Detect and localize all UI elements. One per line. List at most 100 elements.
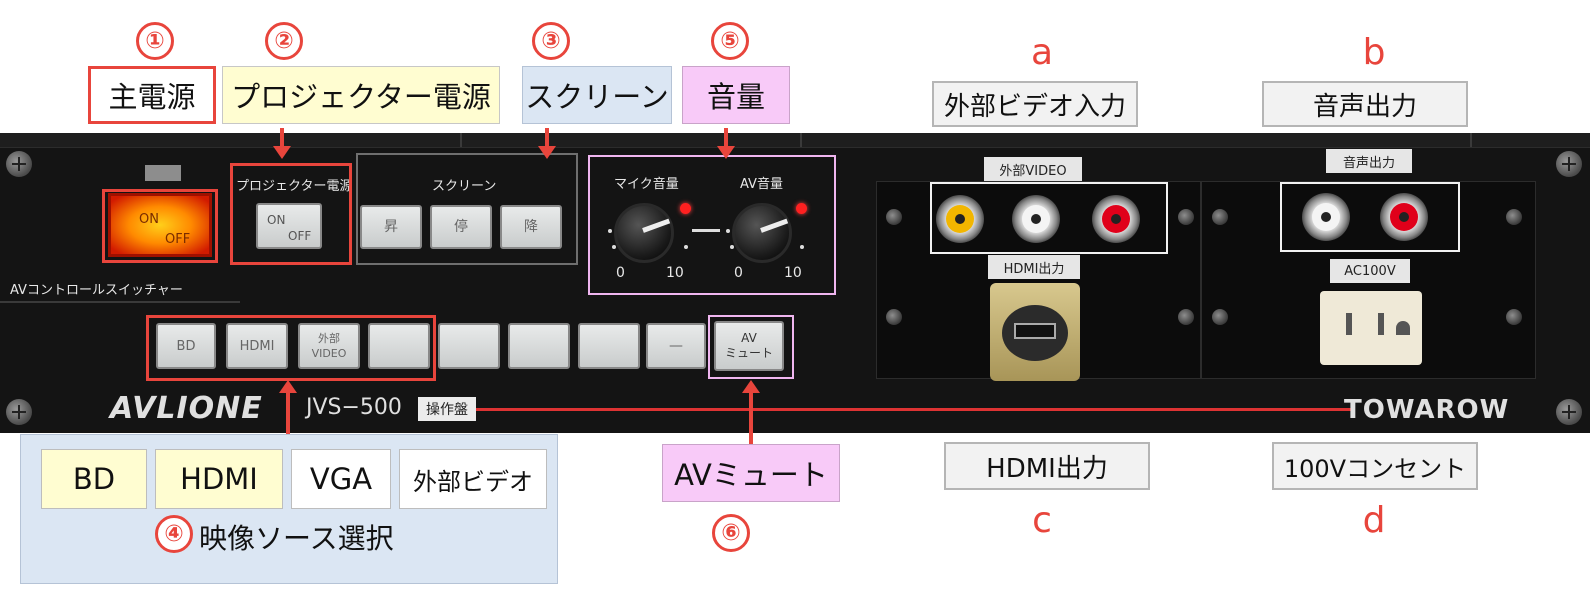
- callout-number-4: ④: [155, 515, 193, 553]
- label-100v-outlet: 100Vコンセント: [1272, 442, 1478, 490]
- rca-video-yellow-jack[interactable]: [936, 195, 984, 243]
- audio-out-white-jack[interactable]: [1302, 193, 1350, 241]
- label-projector-power: プロジェクター電源: [222, 66, 500, 124]
- hdmi-out-panel-label: HDMI出力: [988, 255, 1080, 279]
- highlight-external-video: [930, 182, 1168, 254]
- rca-hole: [1111, 214, 1121, 224]
- screen-frame: [356, 153, 578, 265]
- av-led-icon: [796, 203, 807, 214]
- scale-dot: [684, 245, 688, 249]
- source-bd-button[interactable]: BD: [156, 323, 216, 369]
- panel-seam: [460, 133, 462, 147]
- source-option-bd: BD: [41, 449, 147, 509]
- hdmi-icon: [1014, 323, 1056, 339]
- callout-number-6: ⑥: [712, 514, 750, 552]
- mic-led-icon: [680, 203, 691, 214]
- callout-letter-d: d: [1362, 500, 1386, 541]
- screen-panel-label: スクリーン: [432, 179, 497, 194]
- arrow-down-icon: [538, 146, 556, 159]
- screw-icon: [1506, 309, 1522, 325]
- ac-outlet[interactable]: [1320, 291, 1422, 365]
- mic-scale-min: 0: [616, 265, 625, 281]
- callout-letter-a: a: [1030, 32, 1054, 73]
- screw-icon: [1556, 151, 1582, 177]
- panel-top-bar: [0, 133, 1590, 148]
- mic-volume-knob[interactable]: [614, 203, 674, 263]
- projector-off-text: OFF: [288, 229, 312, 243]
- panel-seam: [800, 133, 802, 147]
- source-option-external-video: 外部ビデオ: [399, 449, 547, 509]
- switcher-divider: [0, 301, 240, 303]
- projector-power-button[interactable]: ON OFF: [256, 203, 322, 249]
- audio-out-panel-label: 音声出力: [1326, 149, 1412, 173]
- brand-logo: AVLIONE: [110, 391, 263, 426]
- ac100v-panel-label: AC100V: [1330, 259, 1410, 283]
- av-volume-label: AV音量: [740, 177, 783, 192]
- source-blank-button[interactable]: [578, 323, 640, 369]
- arrow-projector: [280, 128, 284, 148]
- screen-up-button[interactable]: 昇: [360, 205, 422, 249]
- panel-seam: [1470, 133, 1472, 147]
- scale-dot: [726, 229, 730, 233]
- source-hdmi-button[interactable]: HDMI: [226, 323, 288, 369]
- highlight-volume: [588, 155, 836, 295]
- highlight-main-power: [102, 189, 218, 263]
- arrow-up-icon: [742, 380, 760, 393]
- highlight-av-mute: [708, 315, 794, 379]
- scale-dot: [612, 245, 616, 249]
- av-scale-max: 10: [784, 265, 802, 281]
- source-blank-button[interactable]: [368, 323, 430, 369]
- volume-link-line: [692, 229, 720, 232]
- av-scale-min: 0: [734, 265, 743, 281]
- brand-red-line: [476, 408, 1354, 411]
- label-av-mute: AVミュート: [662, 444, 840, 502]
- highlight-projector-power: [230, 163, 352, 265]
- screen-down-button[interactable]: 降: [500, 205, 562, 249]
- screen-stop-button[interactable]: 停: [430, 205, 492, 249]
- source-blank-button[interactable]: [508, 323, 570, 369]
- scale-dot: [608, 229, 612, 233]
- callout-number-1: ①: [136, 22, 174, 60]
- audio-out-red-jack[interactable]: [1380, 193, 1428, 241]
- outlet-slot: [1346, 313, 1352, 335]
- hdmi-out-port[interactable]: [990, 283, 1080, 381]
- screw-icon: [6, 151, 32, 177]
- op-panel-badge: 操作盤: [418, 397, 476, 421]
- control-panel: ON OFF プロジェクター電源 ON OFF スクリーン 昇 停 降 マイク音…: [0, 133, 1590, 433]
- power-switch-tab: [145, 165, 181, 181]
- source-blank-button[interactable]: [438, 323, 500, 369]
- mic-scale-max: 10: [666, 265, 684, 281]
- label-external-video-input: 外部ビデオ入力: [932, 81, 1138, 127]
- ext-video-panel-label: 外部VIDEO: [984, 157, 1082, 181]
- scale-dot: [730, 245, 734, 249]
- rca-audio-red-jack[interactable]: [1092, 195, 1140, 243]
- outlet-slot: [1378, 313, 1384, 335]
- source-external-video-button[interactable]: 外部 VIDEO: [298, 323, 360, 369]
- projector-on-text: ON: [267, 213, 286, 227]
- source-option-vga: VGA: [291, 449, 391, 509]
- arrow-down-icon: [273, 146, 291, 159]
- callout-number-2: ②: [265, 22, 303, 60]
- callout-letter-c: c: [1032, 500, 1052, 541]
- switcher-label: AVコントロールスイッチャー: [10, 283, 183, 298]
- label-screen: スクリーン: [522, 66, 672, 124]
- screw-icon: [1556, 399, 1582, 425]
- label-hdmi-output: HDMI出力: [944, 442, 1150, 490]
- screw-icon: [1178, 309, 1194, 325]
- arrow-up-icon: [279, 380, 297, 393]
- arrow-down-icon: [717, 146, 735, 159]
- av-mute-button[interactable]: AV ミュート: [714, 321, 784, 371]
- projector-power-panel-label: プロジェクター電源: [236, 179, 353, 194]
- source-dash-button[interactable]: —: [646, 323, 706, 369]
- arrow-screen: [545, 128, 549, 148]
- rca-audio-white-jack[interactable]: [1012, 195, 1060, 243]
- outlet-ground: [1396, 321, 1410, 335]
- rca-hole: [1399, 212, 1409, 222]
- av-volume-knob[interactable]: [732, 203, 792, 263]
- main-power-off-text: OFF: [165, 232, 191, 247]
- highlight-audio-output: [1280, 182, 1460, 252]
- arrow-av-mute: [749, 392, 753, 444]
- main-power-button[interactable]: ON OFF: [108, 193, 212, 257]
- screw-icon: [1178, 209, 1194, 225]
- screw-icon: [1212, 209, 1228, 225]
